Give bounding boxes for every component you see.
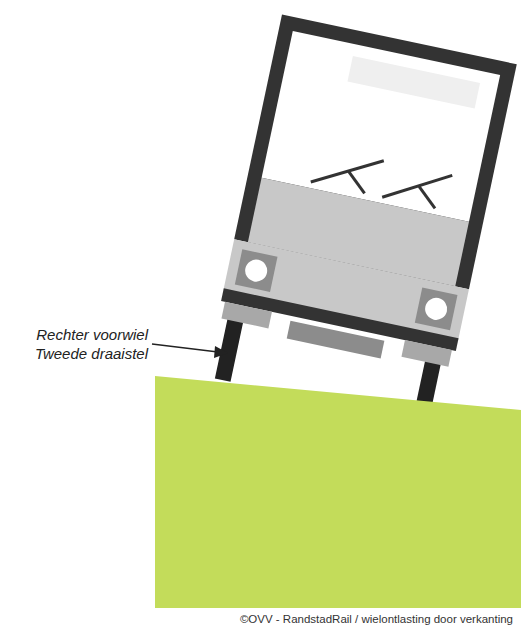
tram-front (205, 14, 517, 426)
destination-display (347, 56, 480, 108)
headlight (243, 258, 269, 284)
callout-label: Rechter voorwiel (0, 326, 148, 343)
wiper (311, 147, 384, 196)
arrow-head (214, 346, 228, 358)
caption: ©OVV - RandstadRail / wielontlasting doo… (193, 613, 513, 625)
callout-label: Tweede draaistel (0, 345, 148, 362)
bumper-part (401, 340, 451, 367)
headlight-housing (235, 249, 278, 292)
wheel (417, 360, 441, 404)
wheel (215, 318, 244, 382)
leader-line (152, 344, 218, 352)
wiper (345, 172, 368, 194)
canted-ground (155, 376, 521, 608)
wiper (382, 162, 452, 211)
headlight (423, 296, 449, 322)
coupler-plate (287, 321, 385, 359)
wiper (415, 187, 438, 209)
window-frame (234, 14, 517, 289)
bumper-part (221, 302, 271, 329)
headlight-housing (415, 288, 458, 331)
